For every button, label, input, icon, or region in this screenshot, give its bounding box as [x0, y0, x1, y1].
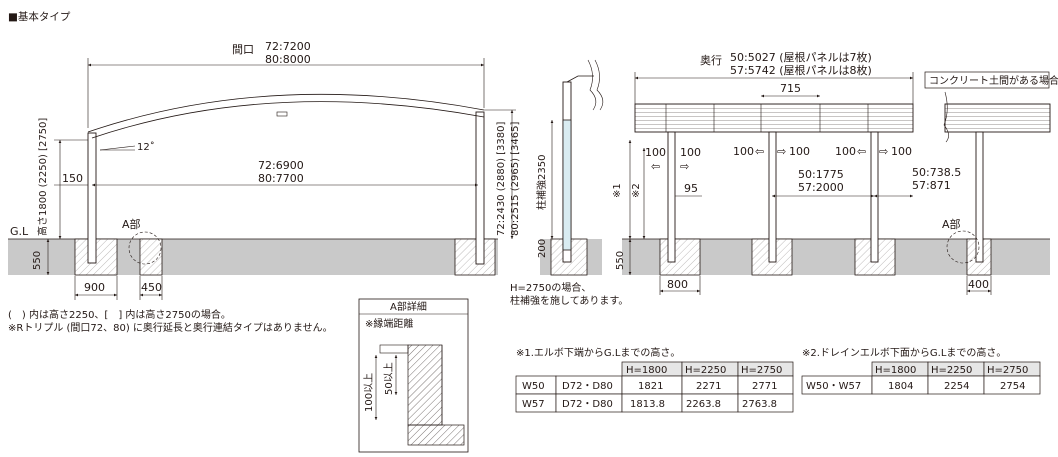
- t1-r1-c4: 2271: [696, 381, 721, 392]
- table2: ※2.ドレインエルボ下面からG.Lまでの高さ。 H=1800 H=2250 H=…: [801, 346, 1041, 395]
- d100-b: 100: [680, 146, 701, 159]
- d100-a: 100: [645, 146, 666, 159]
- right-height2: 80:2515 (2965) [3465]: [510, 121, 521, 236]
- dim-95: 95: [684, 182, 698, 195]
- side-depth-line1: 50:5027 (屋根パネルは7枚): [730, 50, 872, 64]
- dim-450: 450: [141, 281, 162, 294]
- concrete-label: コンクリート土間がある場合: [929, 74, 1058, 87]
- reinforce-bar: [562, 119, 572, 251]
- detail-50: 50以上: [383, 362, 395, 395]
- dim-900: 900: [84, 281, 105, 294]
- t1-r1-c3: 1821: [638, 381, 663, 392]
- note-line1: ( ) 内は高さ2250、[ ] 内は高さ2750の場合。: [8, 308, 231, 321]
- svg-text:⇨: ⇨: [777, 145, 786, 158]
- side-post-1: [667, 131, 676, 263]
- detail-100: 100以上: [363, 373, 375, 412]
- t2-r1-c1: W50・W57: [806, 381, 861, 392]
- t1-h2: H=2250: [685, 365, 726, 376]
- gl-label: G.L: [10, 225, 29, 238]
- d100-e: 100: [835, 145, 856, 158]
- svg-text:⇨: ⇨: [879, 145, 888, 158]
- front-post-left: [87, 132, 97, 264]
- t1-r1-c2: D72・D80: [562, 381, 613, 392]
- right-line2: 57:871: [912, 179, 951, 192]
- right-line1: 50:738.5: [912, 166, 961, 179]
- mark1: ※1: [612, 183, 623, 198]
- front-depth-550: 550: [32, 251, 43, 270]
- a-detail: A部詳細 ※縁端距離 100以上 50以上: [358, 298, 469, 453]
- t2-h1: H=1800: [875, 365, 916, 376]
- reinforce-view: 柱補強2350 200 H=2750の場合、 柱補強を施してあります。: [510, 59, 628, 307]
- dim-715: 715: [780, 82, 801, 95]
- mid-line2: 57:2000: [798, 181, 844, 194]
- section-title: ■基本タイプ: [8, 10, 71, 23]
- t1-h3: H=2750: [741, 365, 782, 376]
- side-post-2: [768, 131, 777, 263]
- table2-title: ※2.ドレインエルボ下面からG.Lまでの高さ。: [802, 346, 1006, 359]
- span-line2: 80:8000: [265, 53, 311, 66]
- d100-d: 100: [789, 145, 810, 158]
- t1-r2-c2: D72・D80: [562, 399, 613, 410]
- t1-r2-c3: 1813.8: [630, 399, 665, 410]
- span-line1: 72:7200: [265, 40, 311, 53]
- t1-h1: H=1800: [626, 365, 667, 376]
- right-height1: 72:2430 (2880) [3380]: [496, 121, 507, 236]
- svg-text:⇨: ⇨: [680, 160, 689, 173]
- offset-150: 150: [62, 172, 83, 185]
- side-post-3: [870, 131, 879, 263]
- a-part-front: A部: [122, 217, 141, 231]
- t1-r2-c1: W57: [522, 399, 545, 410]
- t1-r2-c5: 2763.8: [742, 399, 777, 410]
- a-part-circle-side: [946, 230, 980, 264]
- side-roof: [634, 103, 914, 133]
- svg-text:⇦: ⇦: [857, 145, 866, 158]
- reinforce-note2: 柱補強を施してあります。: [510, 294, 628, 307]
- edge-label: ※縁端距離: [365, 317, 413, 330]
- d100-f: 100: [891, 145, 912, 158]
- table1: ※1.エルボ下端からG.Lまでの高さ。 H=1800 H=2250 H=2750…: [515, 346, 794, 413]
- front-roof: [87, 93, 485, 133]
- a-part-side: A部: [942, 217, 961, 231]
- slope-label: 12˚: [137, 141, 155, 153]
- side-depth-550: 550: [615, 251, 626, 270]
- t2-r1-c3: 2254: [944, 381, 969, 392]
- t2-h3: H=2750: [987, 365, 1028, 376]
- front-view: 12˚ 間口 72:7200 80:8000 72:6900 80:7700 1…: [8, 40, 521, 300]
- a-part-circle-front: [128, 231, 162, 265]
- side-depth-label: 奥行: [700, 53, 722, 67]
- t1-r1-c1: W50: [522, 381, 545, 392]
- front-post-right: [475, 111, 485, 265]
- t1-r2-c4: 2263.8: [686, 399, 721, 410]
- reinforce-note1: H=2750の場合、: [510, 281, 591, 294]
- dim-800: 800: [667, 278, 688, 291]
- t2-h2: H=2250: [931, 365, 972, 376]
- side-view: 奥行 50:5027 (屋根パネルは7枚) 57:5742 (屋根パネルは8枚)…: [612, 50, 1058, 295]
- height-label: 高さ1800 (2250) [2750]: [36, 118, 49, 236]
- reinforce-label: 柱補強2350: [535, 155, 548, 210]
- note-line2: ※Rトリプル (間口72、80) に奥行延長と奥行連結タイプはありません。: [8, 321, 333, 334]
- inner-line2: 80:7700: [258, 172, 304, 185]
- svg-text:⇦: ⇦: [651, 160, 660, 173]
- svg-text:⇦: ⇦: [755, 145, 764, 158]
- inner-line1: 72:6900: [258, 159, 304, 172]
- a-detail-title: A部詳細: [390, 300, 427, 313]
- concrete-box: [924, 71, 1050, 89]
- span-label: 間口: [232, 43, 254, 56]
- table1-title: ※1.エルボ下端からG.Lまでの高さ。: [516, 346, 680, 359]
- dim-400: 400: [968, 278, 989, 291]
- mark2: ※2: [631, 183, 642, 198]
- t2-r1-c4: 2754: [1000, 381, 1025, 392]
- t2-r1-c2: 1804: [888, 381, 913, 392]
- d100-c: 100: [733, 145, 754, 158]
- side-post-4: [975, 131, 984, 263]
- side-depth-line2: 57:5742 (屋根パネルは8枚): [730, 63, 872, 77]
- t1-r1-c5: 2771: [752, 381, 777, 392]
- reinforce-200: 200: [537, 239, 548, 258]
- mid-line1: 50:1775: [798, 168, 844, 181]
